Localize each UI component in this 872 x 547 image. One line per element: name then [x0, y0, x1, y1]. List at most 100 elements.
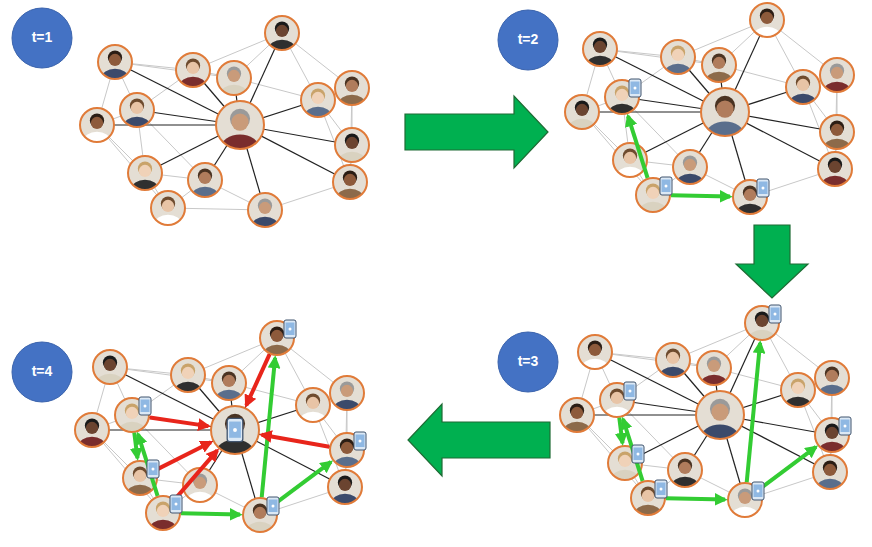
person-avatar	[260, 321, 294, 364]
person-avatar	[333, 165, 367, 208]
spread-arrow	[747, 343, 760, 482]
person-avatar	[745, 306, 779, 349]
phone-icon	[629, 79, 641, 97]
person-avatar	[301, 83, 335, 126]
spread-arrow	[181, 513, 240, 514]
person-avatar	[668, 453, 702, 496]
time-step-arrow	[405, 96, 548, 168]
person-avatar	[786, 70, 820, 113]
person-avatar	[750, 3, 784, 46]
person-avatar	[820, 58, 854, 101]
person-avatar	[661, 40, 695, 83]
spread-arrow	[619, 418, 622, 443]
social-tie	[110, 367, 229, 383]
person-avatar	[93, 350, 127, 393]
time-step-shape	[498, 10, 558, 70]
time-step-arrow	[736, 225, 808, 298]
network-panel	[560, 305, 851, 526]
time-step-shape	[12, 342, 72, 402]
phone-icon	[752, 482, 764, 500]
influence-arrow	[150, 418, 208, 427]
social-tie	[600, 49, 719, 65]
person-avatar	[216, 101, 264, 161]
person-avatar	[243, 498, 277, 541]
person-avatar	[120, 93, 154, 136]
phone-icon	[267, 497, 279, 515]
spread-arrow	[671, 195, 730, 196]
person-avatar	[728, 483, 762, 526]
time-step-label: t=4	[32, 364, 53, 379]
time-step-label: t=1	[32, 30, 53, 45]
person-avatar	[211, 406, 259, 466]
person-avatar	[217, 61, 251, 104]
spread-arrow	[666, 498, 725, 499]
time-step-circle: t=2	[497, 9, 559, 71]
person-avatar	[151, 191, 185, 234]
person-avatar	[335, 71, 369, 114]
phone-icon	[147, 460, 159, 478]
influence-arrow	[175, 450, 218, 499]
person-avatar	[818, 152, 852, 195]
person-avatar	[673, 150, 707, 193]
person-avatar	[171, 358, 205, 401]
person-avatar	[188, 163, 222, 206]
spread-arrow	[759, 447, 816, 489]
person-avatar	[128, 156, 162, 199]
spread-arrow	[628, 116, 648, 178]
person-avatar	[146, 496, 180, 539]
person-avatar	[115, 398, 149, 441]
person-avatar	[605, 80, 639, 123]
influence-arrow	[246, 354, 269, 405]
phone-icon	[354, 432, 366, 450]
phone-icon	[655, 480, 667, 498]
person-avatar	[212, 366, 246, 409]
person-avatar	[578, 335, 612, 378]
spread-arrow	[274, 462, 331, 504]
person-avatar	[696, 391, 744, 451]
person-avatar	[176, 53, 210, 96]
time-step-label: t=2	[518, 32, 539, 47]
network-panel	[80, 16, 369, 236]
social-tie	[115, 62, 234, 78]
spread-arrow	[134, 433, 137, 458]
phone-icon	[624, 382, 636, 400]
person-avatar	[296, 388, 330, 431]
influence-arrow	[262, 435, 330, 447]
time-step-label: t=3	[518, 354, 539, 369]
phone-icon	[284, 320, 296, 338]
person-avatar	[98, 45, 132, 88]
person-avatar	[80, 108, 114, 151]
time-step-shape	[498, 332, 558, 392]
person-avatar	[265, 16, 299, 59]
time-step-shape	[12, 8, 72, 68]
person-avatar	[636, 178, 670, 221]
phone-icon	[170, 495, 182, 513]
time-step-circle: t=1	[11, 7, 73, 69]
person-avatar	[248, 193, 282, 236]
phone-icon	[757, 179, 769, 197]
network-panel	[565, 3, 854, 223]
person-avatar	[656, 343, 690, 386]
person-avatar	[701, 88, 749, 148]
time-step-circle: t=3	[497, 331, 559, 393]
phone-icon	[769, 305, 781, 323]
person-avatar	[583, 32, 617, 75]
phone-icon	[660, 177, 672, 195]
phone-icon	[632, 445, 644, 463]
spread-arrow	[262, 358, 275, 497]
person-avatar	[330, 376, 364, 419]
person-avatar	[75, 413, 109, 456]
phone-icon	[139, 397, 151, 415]
phone-icon	[839, 417, 851, 435]
network-panel	[75, 320, 366, 541]
phone-icon	[227, 418, 243, 441]
person-avatar	[560, 398, 594, 441]
person-avatar	[600, 383, 634, 426]
time-step-arrow	[408, 404, 550, 476]
person-avatar	[813, 455, 847, 498]
person-avatar	[733, 180, 767, 223]
person-avatar	[781, 373, 815, 416]
person-avatar	[328, 470, 362, 513]
person-avatar	[183, 468, 217, 511]
